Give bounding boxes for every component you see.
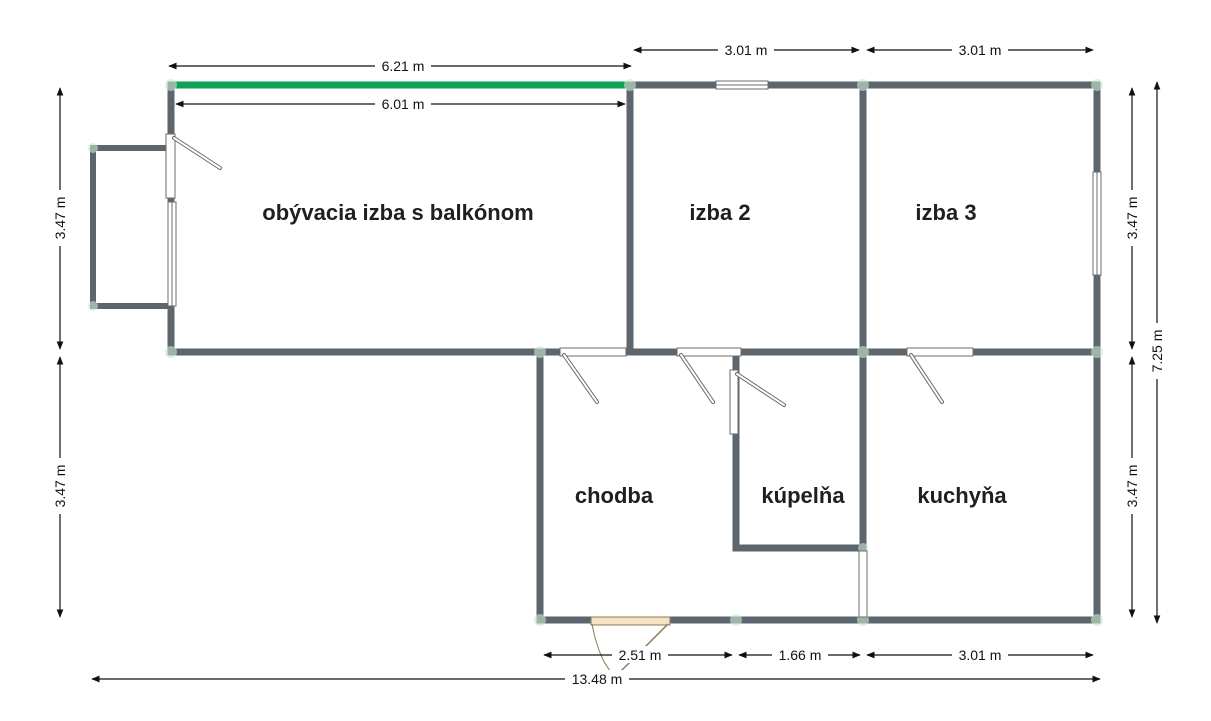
room-label-kitchen: kuchyňa bbox=[917, 483, 1007, 508]
dimension-lines: 6.21 m 6.01 m 3.01 m 3.01 m 3.47 m 3.47 … bbox=[51, 41, 1166, 687]
dim-right-total: 7.25 m bbox=[1149, 330, 1165, 373]
room-label-room2: izba 2 bbox=[689, 200, 750, 225]
dim-bottom-bath: 1.66 m bbox=[779, 647, 822, 663]
dim-right-lower: 3.47 m bbox=[1124, 465, 1140, 508]
dim-bottom-total: 13.48 m bbox=[572, 671, 623, 687]
dim-top-outer: 6.21 m bbox=[382, 58, 425, 74]
room-label-room3: izba 3 bbox=[915, 200, 976, 225]
window-kitchen-bath bbox=[858, 550, 868, 618]
room-label-living: obývacia izba s balkónom bbox=[262, 200, 533, 225]
dim-bottom-kitchen: 3.01 m bbox=[959, 647, 1002, 663]
dim-bottom-hall: 2.51 m bbox=[619, 647, 662, 663]
door-balcony bbox=[165, 133, 222, 199]
windows bbox=[167, 80, 1102, 618]
door-kitchen bbox=[906, 347, 974, 404]
room-label-bath: kúpelňa bbox=[761, 483, 845, 508]
dim-top-room3: 3.01 m bbox=[959, 42, 1002, 58]
dim-left-upper: 3.47 m bbox=[52, 197, 68, 240]
dim-top-room2: 3.01 m bbox=[725, 42, 768, 58]
room-label-hall: chodba bbox=[575, 483, 654, 508]
dim-left-lower: 3.47 m bbox=[52, 465, 68, 508]
dim-top-inner: 6.01 m bbox=[382, 96, 425, 112]
door-hall-room2 bbox=[676, 347, 742, 404]
dim-right-upper: 3.47 m bbox=[1124, 197, 1140, 240]
doors bbox=[165, 133, 974, 677]
walls bbox=[90, 81, 1101, 624]
door-bathroom bbox=[729, 369, 786, 435]
door-hall-living bbox=[559, 347, 627, 404]
